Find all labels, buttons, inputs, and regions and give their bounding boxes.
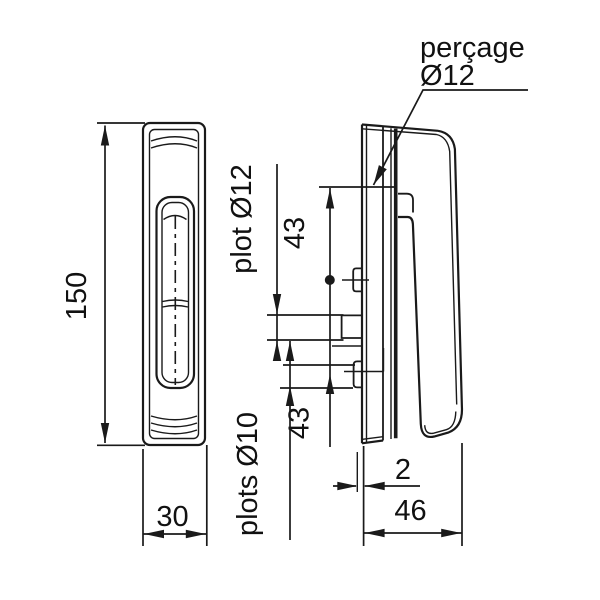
side-plate-bottom-edge [361, 439, 384, 445]
arrow-up-icon [285, 386, 295, 406]
arrow-right-icon [185, 529, 206, 539]
side-grip-outline [398, 129, 464, 439]
dim-text-30: 30 [156, 501, 188, 533]
dim-text-43-bottom: 43 [284, 407, 316, 439]
arrow-up-icon [285, 341, 295, 361]
dimension-43-chain: 43 43 [279, 186, 397, 447]
dim-text-43-top: 43 [279, 217, 311, 249]
side-top-edge-inner [361, 128, 437, 136]
side-top-edge [361, 123, 439, 132]
front-bottom-band [150, 415, 198, 421]
front-bottom-band-3 [150, 429, 198, 435]
arrow-right-icon [441, 528, 462, 538]
dim-text-2: 2 [395, 454, 411, 486]
arrow-up-icon [272, 341, 282, 361]
arrow-up-icon [100, 125, 110, 146]
arrow-up-icon [325, 374, 335, 394]
arrow-left-icon [364, 528, 385, 538]
dimension-30: 30 [142, 445, 208, 546]
dimension-150: 150 [61, 122, 145, 447]
front-handle-saddle [163, 214, 187, 221]
arrow-left-icon [364, 481, 385, 491]
side-grip-bottom-cap [424, 411, 457, 435]
side-middle-latch [340, 314, 362, 339]
arrow-down-icon [100, 423, 110, 443]
front-top-band-2 [150, 143, 198, 149]
leader-plot-12: plot Ø12 [226, 164, 344, 361]
label-plots-10: plots Ø10 [232, 412, 264, 536]
side-plate-bottom-inner [362, 436, 384, 440]
front-handle-outline [155, 195, 196, 390]
front-view [141, 121, 207, 447]
label-plot-12: plot Ø12 [226, 164, 258, 274]
arrow-up-icon [325, 188, 335, 209]
arrow-right-icon [337, 481, 358, 491]
side-bottom-stud [352, 360, 362, 389]
side-grip-inner-edge [436, 133, 458, 405]
front-top-band [150, 136, 198, 142]
label-percage-line1: perçage [420, 32, 525, 64]
callout-percage: perçage Ø12 [372, 32, 528, 186]
front-plate-outline [141, 121, 207, 447]
leader-plots-10: plots Ø10 [232, 341, 355, 540]
dimension-46: 46 [363, 443, 463, 546]
dim-text-46: 46 [394, 495, 426, 527]
side-view [332, 123, 464, 445]
dim-text-150: 150 [61, 272, 93, 320]
front-plate-inner-outline [148, 128, 200, 440]
arrow-left-icon [144, 529, 164, 539]
leader-line-percage [372, 89, 528, 186]
center-dot [324, 275, 335, 285]
label-percage-line2: Ø12 [420, 60, 475, 92]
dimension-2: 2 [333, 446, 420, 546]
front-bottom-band-2 [150, 422, 198, 428]
arrow-down-icon [272, 294, 282, 314]
arrow-leader-icon [373, 165, 387, 185]
side-handle-hub [398, 192, 414, 213]
